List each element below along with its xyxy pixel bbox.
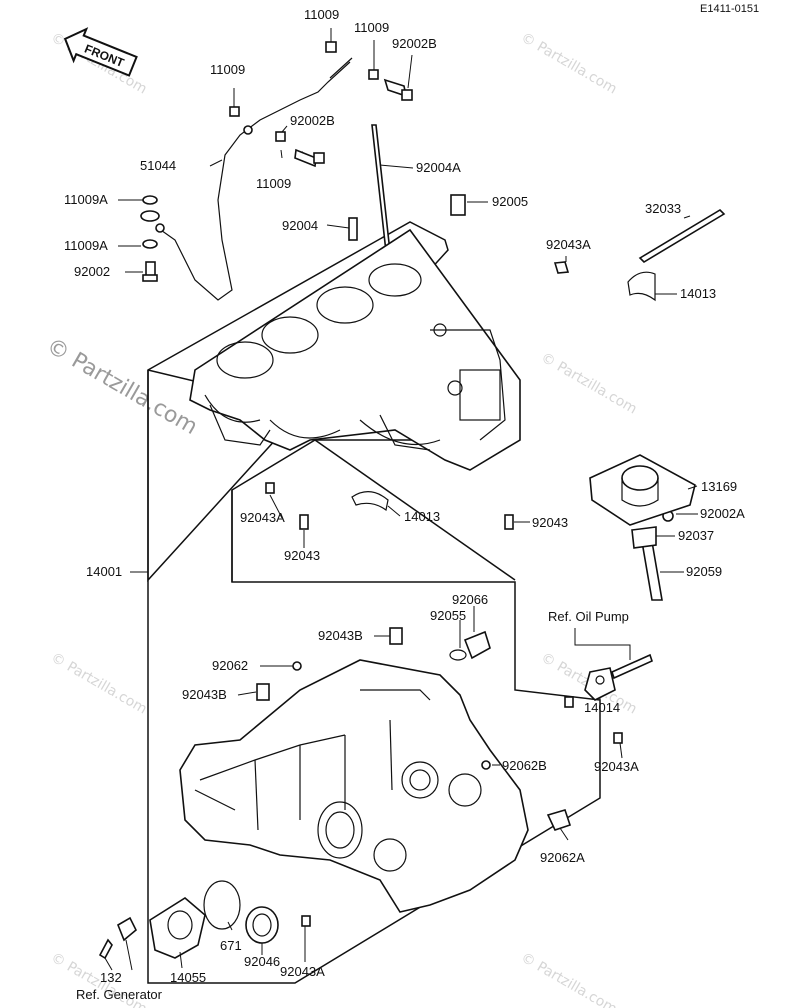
oil-pipe <box>631 510 674 601</box>
label-11009: 11009 <box>354 20 389 35</box>
label-14013: 14013 <box>404 509 440 524</box>
part-labels: 11009 11009 92002B 11009 92002B 51044 11… <box>64 7 745 1002</box>
label-92043b: 92043B <box>318 628 363 643</box>
label-92002b: 92002B <box>392 36 437 51</box>
ref-generator-label: Ref. Generator <box>76 987 163 1002</box>
label-92043a: 92043A <box>546 237 591 252</box>
label-11009a: 11009A <box>64 192 108 207</box>
label-92066: 92066 <box>452 592 488 607</box>
label-14055: 14055 <box>170 970 206 985</box>
label-92004: 92004 <box>282 218 318 233</box>
upper-case-boundary <box>147 369 601 984</box>
label-92043a: 92043A <box>240 510 285 525</box>
label-92062a: 92062A <box>540 850 585 865</box>
bottom-left-parts <box>98 880 279 960</box>
studs-dowels <box>256 124 726 927</box>
watermark-large: © Partzilla.com <box>42 334 202 441</box>
label-92062b: 92062B <box>502 758 547 773</box>
watermark: © Partzilla.com <box>518 950 620 1008</box>
label-671: 671 <box>220 938 242 953</box>
label-92062: 92062 <box>212 658 248 673</box>
label-92043b: 92043B <box>182 687 227 702</box>
label-92002b: 92002B <box>290 113 335 128</box>
label-11009: 11009 <box>304 7 339 22</box>
label-14014: 14014 <box>584 700 620 715</box>
watermark: © Partzilla.com <box>48 650 150 718</box>
label-132: 132 <box>100 970 122 985</box>
label-11009a: 11009A <box>64 238 108 253</box>
label-92043a: 92043A <box>594 759 639 774</box>
leader-lines <box>104 28 698 971</box>
label-92005: 92005 <box>492 194 528 209</box>
label-32033: 32033 <box>645 201 681 216</box>
bracket-14014 <box>584 653 653 701</box>
label-11009: 11009 <box>210 62 245 77</box>
label-92059: 92059 <box>686 564 722 579</box>
fasteners <box>140 41 413 282</box>
label-92037: 92037 <box>678 528 714 543</box>
label-92043a: 92043A <box>280 964 325 979</box>
ref-oil-pump-label: Ref. Oil Pump <box>548 609 629 624</box>
label-92043: 92043 <box>532 515 568 530</box>
lower-fittings <box>292 630 572 831</box>
label-92055: 92055 <box>430 608 466 623</box>
watermark: © Partzilla.com <box>538 350 640 418</box>
label-92002a: 92002A <box>700 506 745 521</box>
label-92043: 92043 <box>284 548 320 563</box>
label-92046: 92046 <box>244 954 280 969</box>
label-14013: 14013 <box>680 286 716 301</box>
upper-crankcase <box>189 228 521 471</box>
label-14001: 14001 <box>86 564 122 579</box>
lower-crankcase <box>179 659 529 913</box>
watermark: © Partzilla.com <box>518 30 620 98</box>
label-13169: 13169 <box>701 479 737 494</box>
label-11009: 11009 <box>256 176 291 191</box>
label-92004a: 92004A <box>416 160 461 175</box>
front-arrow: FRONT <box>63 27 138 77</box>
label-51044: 51044 <box>140 158 176 173</box>
diagram-id: E1411-0151 <box>700 3 759 15</box>
oil-hose-51044 <box>155 57 353 301</box>
cover-13169 <box>589 454 696 526</box>
label-92002: 92002 <box>74 264 110 279</box>
